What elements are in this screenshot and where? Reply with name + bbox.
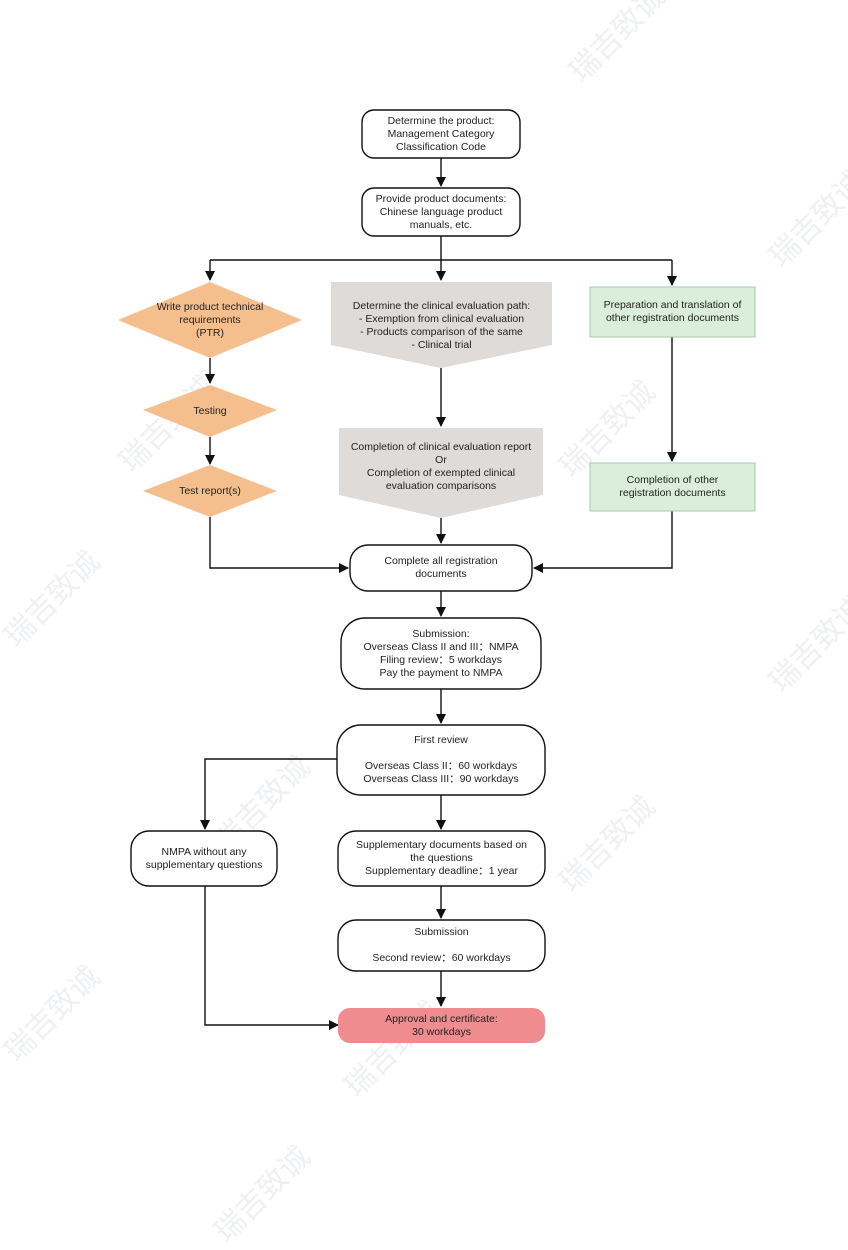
node-test-report-shape (143, 465, 277, 517)
node-label-line: - Exemption from clinical evaluation (358, 313, 525, 325)
node-other-docs-shape (589, 462, 756, 512)
node-label-line: Completion of exempted clinical (366, 467, 516, 479)
node-label-line: Approval and certificate: (385, 1012, 498, 1025)
node-label-line: Testing (193, 404, 227, 417)
node-provide-documents-shape (361, 187, 521, 237)
shapes (118, 109, 756, 1043)
node-no-questions-shape (130, 830, 278, 887)
node-label-line: Supplementary documents based on (355, 839, 528, 851)
node-label-line: other registration documents (605, 312, 740, 324)
node-label-line: - Products comparison of the same (360, 326, 523, 338)
node-determine-product: Determine the product:Management Categor… (362, 110, 520, 158)
node-label-line: Filing review：5 workdays (380, 653, 502, 666)
node-label-line: Completion of other (626, 474, 719, 486)
node-label-line: Management Category (387, 127, 495, 140)
node-provide-documents: Provide product documents:Chinese langua… (362, 188, 520, 236)
node-label-line: Complete all registration (384, 555, 498, 567)
node-label-line: Overseas Class II：60 workdays (364, 760, 518, 772)
flowchart (118, 109, 756, 1043)
arrow-first-review-to-no-questions (200, 758, 337, 830)
node-label-line: registration documents (619, 487, 726, 499)
node-approval: Approval and certificate:30 workdays (338, 1008, 545, 1043)
node-submission1: Submission:Overseas Class II and III：NMP… (341, 618, 541, 689)
node-write-ptr-shape (118, 282, 302, 358)
node-first-review-shape (336, 724, 546, 796)
node-testing: Testing (160, 398, 260, 424)
node-label-line: 30 workdays (412, 1025, 471, 1038)
node-label-line: Supplementary deadline：1 year (365, 865, 518, 877)
node-label-line: Preparation and translation of (603, 299, 742, 311)
node-label-line: - Clinical trial (411, 339, 472, 351)
node-label-line: requirements (179, 313, 241, 326)
node-clinical-report: Completion of clinical evaluation report… (339, 438, 543, 496)
node-label-line: Completion of clinical evaluation report (350, 441, 532, 453)
arrow-no-questions-to-approval (204, 886, 339, 1030)
arrow-report-to-complete (209, 517, 349, 573)
node-label-line: Overseas Class III：90 workdays (363, 773, 519, 785)
node-testing-shape (143, 385, 277, 437)
node-label-line: manuals, etc. (409, 218, 473, 231)
node-label-line: Or (435, 454, 447, 466)
node-complete-all-shape (349, 544, 533, 592)
node-label-line: the questions (410, 852, 473, 864)
node-approval-shape (338, 1008, 545, 1043)
node-label-line: Determine the product: (387, 114, 495, 127)
node-test-report: Test report(s) (160, 478, 260, 504)
node-label-line: Write product technical (156, 300, 264, 313)
node-submission2-shape (337, 919, 546, 972)
node-label-line: Determine the clinical evaluation path: (352, 300, 531, 312)
node-label-line: Submission (414, 926, 469, 938)
node-label-line: evaluation comparisons (385, 480, 497, 492)
node-label-line: supplementary questions (145, 858, 263, 871)
node-clinical-path-shape (331, 282, 552, 368)
node-clinical-path: Determine the clinical evaluation path:-… (331, 294, 552, 358)
node-label-line: Second review：60 workdays (372, 952, 511, 964)
node-prep-translation-shape (589, 286, 756, 338)
node-label-line: Chinese language product (379, 205, 503, 218)
node-label-line: Pay the payment to NMPA (379, 666, 503, 679)
node-label-line: Provide product documents: (375, 192, 507, 205)
node-label-line: documents (415, 568, 467, 580)
arrow-other-to-complete (533, 511, 673, 573)
connectors (200, 158, 677, 1030)
node-label-line: First review (414, 734, 468, 746)
node-submission1-shape (340, 617, 542, 690)
node-label-line: Overseas Class II and III：NMPA (363, 640, 519, 653)
node-clinical-report-shape (339, 428, 543, 518)
node-label-line: Submission: (412, 627, 470, 640)
node-label-line: (PTR) (196, 326, 224, 339)
node-supplementary-shape (337, 830, 546, 887)
node-determine-product-shape (361, 109, 521, 159)
node-label-line: Test report(s) (179, 484, 241, 497)
node-label-line: NMPA without any (161, 845, 247, 858)
node-label-line: Classification Code (396, 140, 486, 153)
